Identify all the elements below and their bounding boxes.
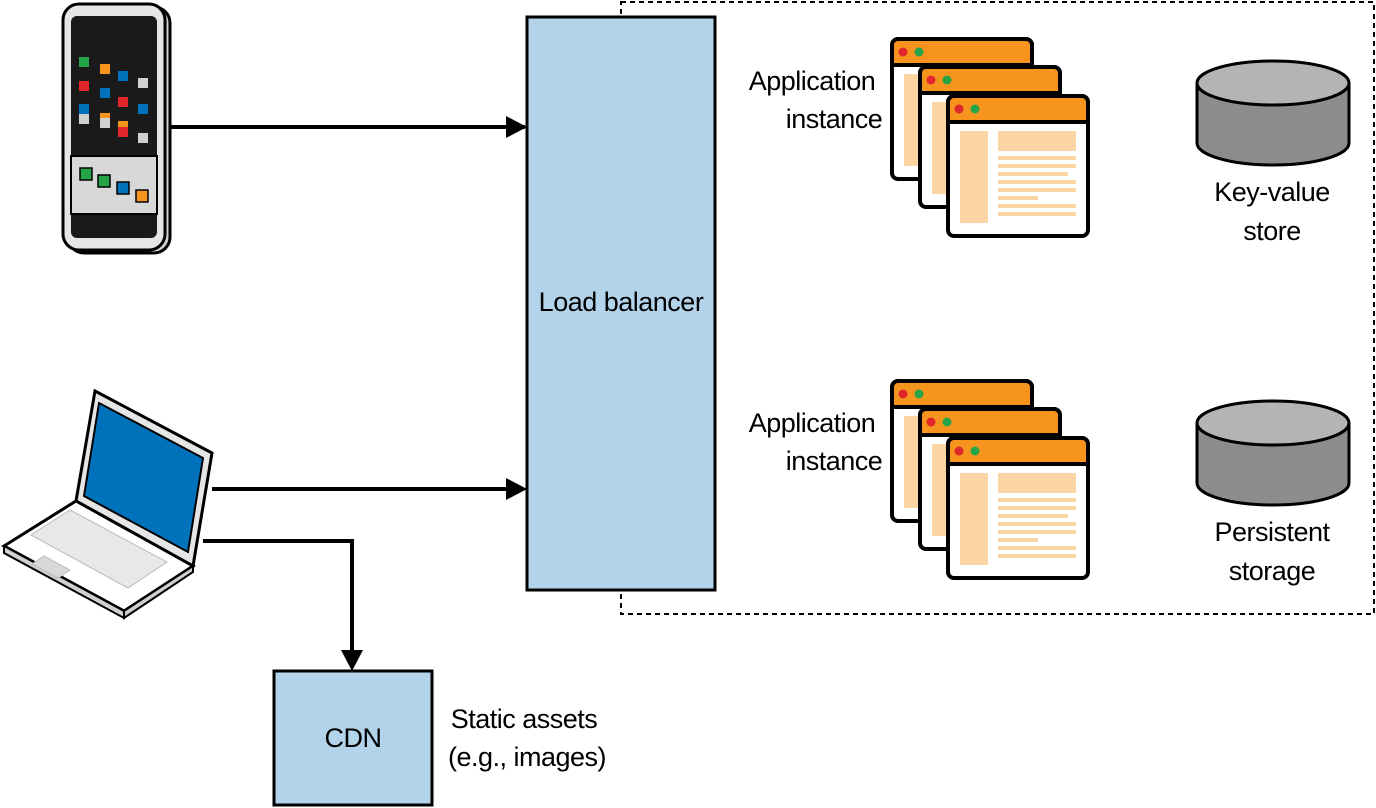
smartphone-icon[interactable] [61, 2, 172, 255]
database-cylinder-icon[interactable] [1195, 399, 1351, 507]
key-value-store-line2: store [1243, 216, 1301, 246]
cdn-label: CDN [325, 723, 382, 753]
cdn-caption-line2: (e.g., images) [448, 742, 606, 772]
persistent-storage-line2: storage [1229, 556, 1316, 586]
cdn-box[interactable] [272, 669, 434, 807]
load-balancer-box[interactable] [525, 15, 717, 592]
load-balancer-label: Load balancer [539, 287, 704, 317]
app-window-stack-icon[interactable] [890, 37, 1090, 238]
laptop-icon[interactable] [1, 388, 214, 620]
app-instance-2-line1: Application [749, 408, 876, 438]
key-value-store-line1: Key-value [1214, 177, 1330, 207]
database-cylinder-icon[interactable] [1195, 59, 1351, 167]
cdn-caption-line1: Static assets [451, 704, 598, 734]
app-instance-2-line2: instance [786, 446, 883, 476]
persistent-storage-line1: Persistent [1214, 517, 1330, 547]
app-window-stack-icon[interactable] [890, 379, 1090, 580]
app-instance-1-line2: instance [786, 104, 883, 134]
app-instance-1-line1: Application [749, 66, 876, 96]
laptop-to-cdn-arrow [203, 539, 354, 652]
